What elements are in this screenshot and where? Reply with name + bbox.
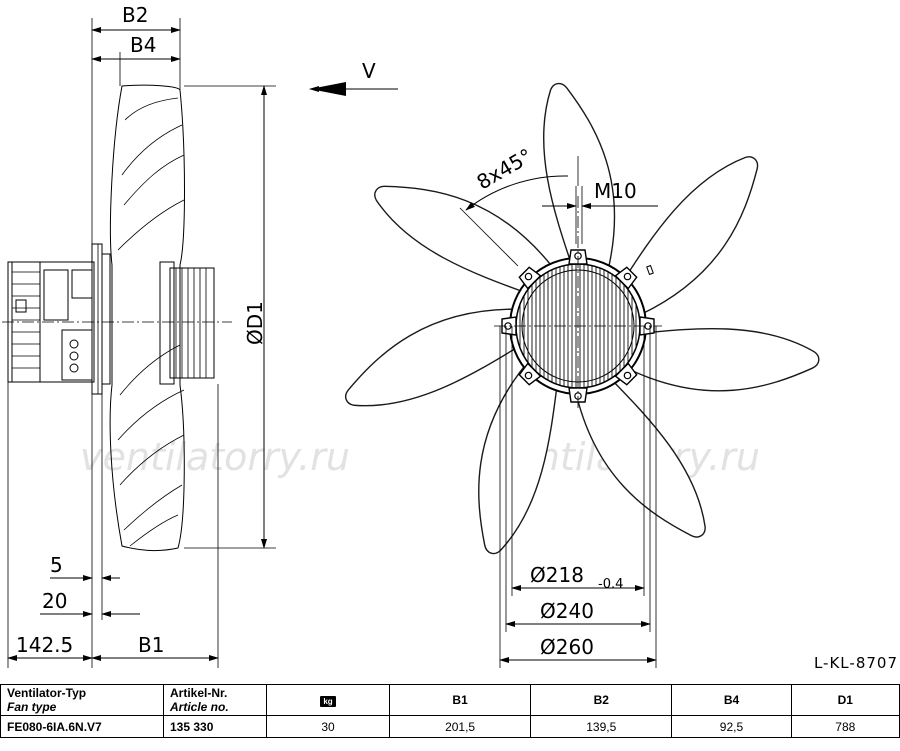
article-label-en: Article no. bbox=[170, 700, 229, 714]
dim-twenty: 20 bbox=[42, 589, 67, 613]
cell-fan-type: FE080-6IA.6N.V7 bbox=[0, 715, 164, 738]
fan-blade bbox=[542, 82, 616, 271]
fan-blade bbox=[574, 376, 706, 538]
cell-d1: 788 bbox=[790, 715, 900, 738]
label-d218: Ø218 bbox=[530, 563, 584, 587]
fan-type-label-de: Ventilator-Typ bbox=[7, 686, 87, 700]
dim-d1: ØD1 bbox=[243, 301, 267, 345]
label-v: V bbox=[362, 59, 376, 83]
label-d218-tolerance: -0.4 bbox=[598, 577, 623, 592]
fan-type-label-en: Fan type bbox=[7, 700, 57, 714]
col-d1-header: D1 bbox=[790, 684, 900, 716]
fan-blade bbox=[374, 185, 554, 295]
weight-icon: kg bbox=[320, 696, 336, 707]
label-8x45: 8x45° bbox=[473, 144, 537, 195]
table-row: FE080-6IA.6N.V7 135 330 30 201,5 139,5 9… bbox=[0, 715, 900, 738]
col-b1-header: B1 bbox=[388, 684, 532, 716]
drawing-reference: L-KL-8707 bbox=[813, 654, 898, 672]
dim-five: 5 bbox=[50, 553, 63, 577]
cell-weight: 30 bbox=[266, 715, 390, 738]
cell-b2: 139,5 bbox=[530, 715, 673, 738]
spec-table: Ventilator-Typ Fan type Artikel-Nr. Arti… bbox=[0, 684, 900, 738]
dim-b4: B4 bbox=[130, 33, 156, 57]
col-b2-header: B2 bbox=[530, 684, 673, 716]
view-arrow-v: V bbox=[309, 59, 398, 96]
table-header-row: Ventilator-Typ Fan type Artikel-Nr. Arti… bbox=[0, 684, 900, 716]
label-m10: M10 bbox=[594, 179, 637, 203]
dim-b2: B2 bbox=[122, 3, 148, 27]
mounting-lug bbox=[639, 316, 655, 336]
col-weight-header: kg bbox=[266, 684, 390, 716]
fan-blade bbox=[345, 308, 523, 407]
fan-blade bbox=[619, 156, 759, 316]
mounting-lug bbox=[614, 266, 638, 290]
cell-b1: 201,5 bbox=[388, 715, 532, 738]
col-article-header: Artikel-Nr. Article no. bbox=[163, 684, 267, 716]
cell-b4: 92,5 bbox=[671, 715, 792, 738]
mounting-lug bbox=[518, 266, 542, 290]
fan-blade bbox=[625, 327, 820, 392]
col-b4-header: B4 bbox=[671, 684, 792, 716]
mounting-lug bbox=[614, 362, 638, 386]
dim-b1: B1 bbox=[138, 633, 164, 657]
fan-dimension-drawing: ventilatorry.ru ventilatorry.ru bbox=[2, 3, 820, 668]
label-d260: Ø260 bbox=[540, 635, 594, 659]
side-view: B2 B4 ØD1 5 20 142.5 B1 bbox=[2, 3, 276, 668]
dim-142-5: 142.5 bbox=[16, 633, 73, 657]
label-d240: Ø240 bbox=[540, 599, 594, 623]
article-label-de: Artikel-Nr. bbox=[170, 686, 228, 700]
mounting-lug bbox=[518, 362, 542, 386]
cell-article: 135 330 bbox=[163, 715, 267, 738]
watermark-left: ventilatorry.ru bbox=[80, 435, 350, 479]
front-view: M10 8x45° Ø218 -0.4 Ø240 Ø260 bbox=[345, 82, 820, 668]
col-fan-type-header: Ventilator-Typ Fan type bbox=[0, 684, 164, 716]
fan-blade bbox=[478, 362, 559, 555]
